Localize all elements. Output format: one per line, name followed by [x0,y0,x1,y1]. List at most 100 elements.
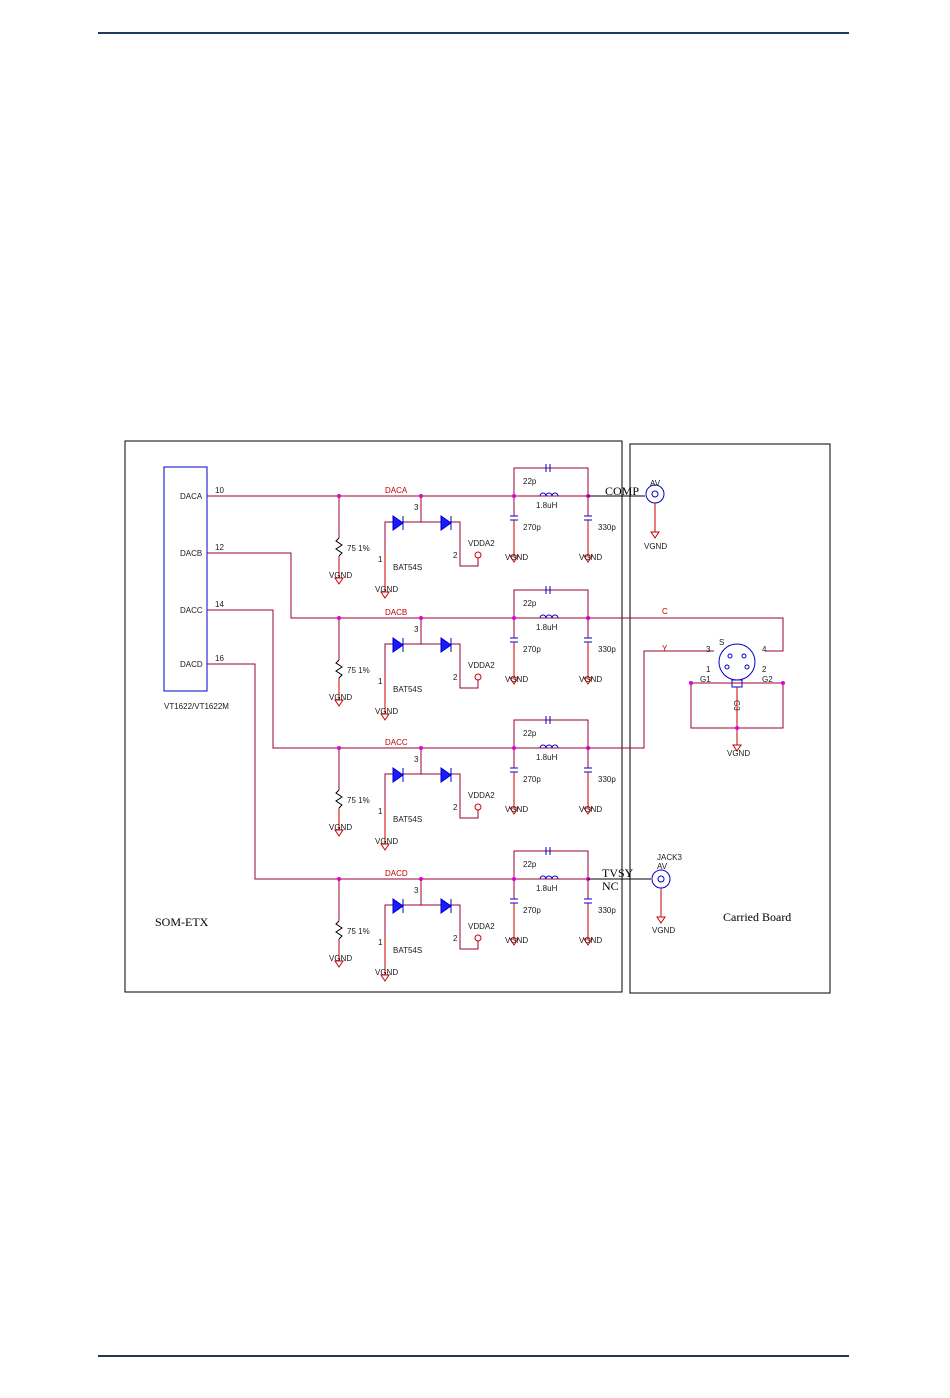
diode-gnd-label: VGND [375,707,398,716]
diode-pin1: 1 [378,555,383,564]
cap-right-label: 330p [598,775,616,784]
route-dacd [207,663,337,880]
y-label: Y [662,644,668,653]
diode-part: BAT54S [393,685,422,694]
svideo-node-g2 [781,681,785,685]
y-route [588,650,714,749]
svideo-pin1: 1 [706,665,711,674]
diode-pin1: 1 [378,807,383,816]
cap-left-gnd-label: VGND [505,805,528,814]
junction-dot [419,494,423,498]
cap-right-label: 330p [598,906,616,915]
cap-left-label: 270p [523,775,541,784]
svideo-pin2: 2 [762,665,767,674]
junction-dot [337,494,341,498]
inductor-icon [539,875,559,880]
ic-pin-name: DACB [180,549,202,558]
cap-right-gnd-icon [583,807,593,815]
cap-right-gnd-label: VGND [579,936,602,945]
junction-dot [419,877,423,881]
svideo-s: S [719,638,724,647]
junction-dot [337,877,341,881]
inductor-icon [539,614,559,619]
ic-label: VT1622/VT1622M [164,702,229,711]
diode-gnd-label: VGND [375,837,398,846]
comp-gnd-label: VGND [644,542,667,551]
diode-part: BAT54S [393,815,422,824]
resistor-value: 75 1% [347,666,370,675]
carried-board-box [629,443,831,994]
inductor-label: 1.8uH [536,501,558,510]
diode-gnd-label: VGND [375,585,398,594]
cap-left-gnd-icon [509,555,519,563]
diode-wiring [384,521,479,567]
lc-loop [513,467,589,496]
junction-dot [512,877,516,881]
cap-left-gnd-label: VGND [505,936,528,945]
inductor-label: 1.8uH [536,884,558,893]
tvsy-label: TVSY [602,866,634,880]
resistor-gnd-label: VGND [329,571,352,580]
inductor-icon [539,492,559,497]
junction-dot [337,616,341,620]
diode-pin3: 3 [414,755,419,764]
resistor-gnd-label: VGND [329,954,352,963]
cap-left-gnd-label: VGND [505,675,528,684]
vt1622-chip [163,466,208,692]
cap-right-gnd-label: VGND [579,805,602,814]
cap-right-gnd-icon [583,677,593,685]
junction-dot [512,746,516,750]
cap-right-gnd-label: VGND [579,553,602,562]
diode-gnd-icon [380,591,390,599]
resistor-value: 75 1% [347,927,370,936]
svideo-pin3: 3 [706,645,711,654]
ic-pin-name: DACC [180,606,203,615]
ic-pin-number: 16 [215,654,224,663]
lc-loop [513,719,589,748]
resistor-gnd-icon [334,829,344,837]
bottom-jack-gnd-icon [656,916,666,924]
bottom-jack-outer [651,869,671,889]
resistor-icon [335,659,343,679]
diode-wiring [384,904,479,950]
junction-dot [512,616,516,620]
cap-left-gnd-label: VGND [505,553,528,562]
cap-22p-label: 22p [523,477,537,486]
bottom-jack-name: JACK3 [657,853,682,862]
nc-label: NC [602,879,619,893]
vdda-terminal-icon [474,934,482,942]
diode-pin1: 1 [378,677,383,686]
svideo-pin4: 4 [762,645,767,654]
svideo-pin-d [744,664,750,670]
cap-right-label: 330p [598,523,616,532]
c-label: C [662,607,668,616]
comp-label: COMP [605,484,639,498]
resistor-value: 75 1% [347,544,370,553]
vdda-label: VDDA2 [468,661,495,670]
svideo-node-g1 [689,681,693,685]
diode-gnd-icon [380,974,390,982]
ic-pin-name: DACD [180,660,203,669]
bottom-jack-inner [657,875,665,883]
cap-right-label: 330p [598,645,616,654]
route-dacb [207,552,337,619]
junction-dot [512,494,516,498]
resistor-gnd-icon [334,699,344,707]
vdda-label: VDDA2 [468,539,495,548]
diode-pin3: 3 [414,503,419,512]
comp-jack-inner [651,490,659,498]
junction-dot [419,616,423,620]
lc-loop [513,850,589,879]
cap-left-gnd-icon [509,938,519,946]
svideo-shield [690,682,784,729]
diode-pin2: 2 [453,551,458,560]
diode-left-icon [392,637,404,653]
ic-pin-number: 14 [215,600,224,609]
diode-right-icon [440,637,452,653]
som-etx-label: SOM-ETX [155,915,209,929]
diode-pin2: 2 [453,803,458,812]
